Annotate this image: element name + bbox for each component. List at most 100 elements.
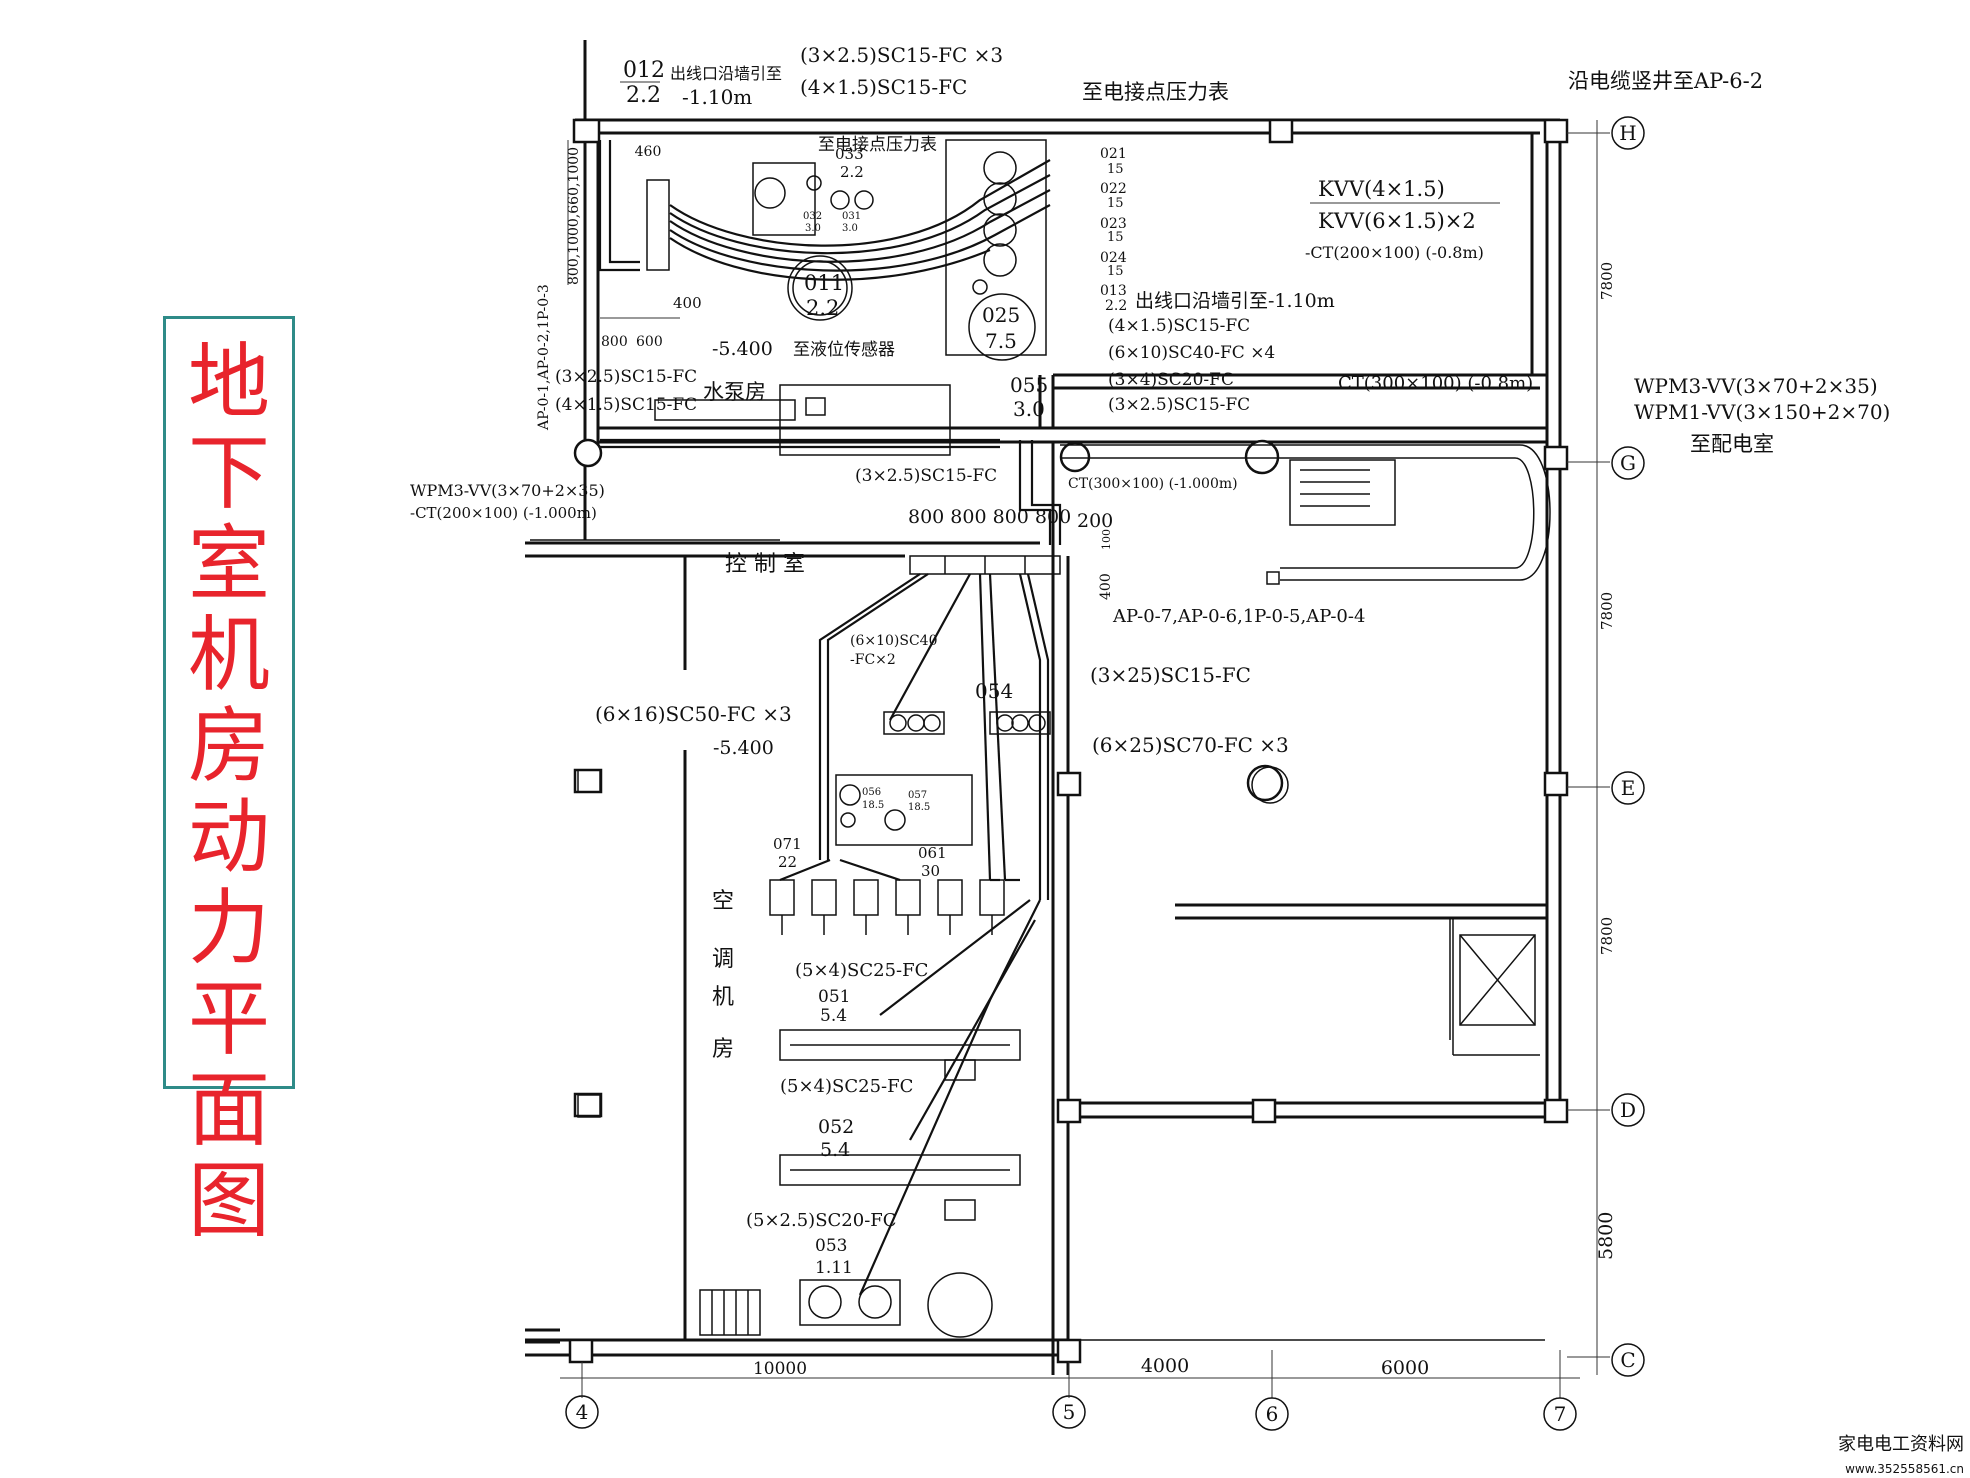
- label-outlet-wall-a: 出线口沿墙引至: [670, 64, 782, 83]
- label-ac-1: 空: [712, 889, 734, 914]
- label-031-val: 3.0: [842, 223, 858, 234]
- label-c-left2: (4×1.5)SC15-FC: [555, 395, 697, 415]
- label-071-val: 22: [778, 853, 797, 871]
- label-021: 021: [1100, 146, 1127, 162]
- label-056-val: 18.5: [862, 800, 884, 811]
- dim-7800-c: 7800: [1598, 917, 1616, 955]
- dim-7800-b: 7800: [1598, 592, 1616, 630]
- label-ap-mid: AP-0-7,AP-0-6,1P-0-5,AP-0-4: [1112, 606, 1365, 627]
- label-15b: 15: [1107, 196, 1124, 211]
- label-051-val: 5.4: [820, 1006, 847, 1026]
- dimension-lines: 10000 4000 6000 7800 7800 7800 5800 800,…: [560, 120, 1617, 1379]
- label-055-val: 3.0: [1013, 397, 1045, 421]
- grid-axes: H G E D C 4 5 6 7: [565, 116, 1645, 1431]
- label-032-val: 3.0: [805, 223, 821, 234]
- axis-d: D: [1620, 1098, 1636, 1122]
- label-wpm3: WPM3-VV(3×70+2×35): [1634, 374, 1878, 398]
- cable-trays: [598, 140, 1551, 1296]
- dim-600: 600: [636, 334, 663, 350]
- label-033: 033: [835, 145, 864, 163]
- label-c-525: (5×2.5)SC20-FC: [746, 1210, 897, 1231]
- dim-200: 200: [1077, 510, 1113, 532]
- label-c-54b: (5×4)SC25-FC: [780, 1076, 913, 1097]
- label-031: 031: [842, 211, 861, 222]
- axis-4: 4: [576, 1400, 589, 1424]
- label-054: 054: [975, 679, 1013, 703]
- dim-800s: 800 800 800 800: [908, 506, 1071, 528]
- label-outlet-wall-a2: -1.10m: [682, 85, 752, 109]
- label-c-640a: (6×10)SC40: [850, 633, 938, 649]
- label-ap-left: AP-0-1,AP-0-2,1P-0-3: [536, 284, 552, 431]
- label-061-val: 30: [921, 862, 940, 880]
- label-024: 024: [1100, 250, 1127, 266]
- dim-6000: 6000: [1381, 1357, 1429, 1379]
- label-012: 012: [623, 58, 665, 83]
- label-061: 061: [918, 844, 947, 862]
- label-053-val: 1.11: [815, 1258, 853, 1278]
- axis-5: 5: [1063, 1400, 1076, 1424]
- label-052-val: 5.4: [820, 1139, 850, 1161]
- label-c-315: (3×2.5)SC15-FC: [855, 466, 997, 486]
- label-057-val: 18.5: [908, 802, 930, 813]
- watermark-url: www.352558561.cn: [1845, 1462, 1964, 1476]
- dim-7800-a: 7800: [1598, 262, 1616, 300]
- label-kvv1: KVV(4×1.5): [1318, 177, 1445, 201]
- dim-460: 460: [635, 144, 662, 160]
- page-title: 地下室机房动力平面图: [187, 335, 270, 1249]
- label-c-325: (3×25)SC15-FC: [1090, 663, 1251, 687]
- axis-g: G: [1620, 451, 1636, 475]
- walls: [525, 40, 1562, 1375]
- label-053: 053: [815, 1236, 847, 1256]
- dim-5800: 5800: [1595, 1212, 1617, 1260]
- dim-left-vertical: 800,1000,660,1000: [566, 147, 582, 285]
- annotations: 012 2.2 出线口沿墙引至 -1.10m (3×2.5)SC15-FC ×3…: [410, 43, 1890, 1278]
- label-c-616: (6×16)SC50-FC ×3: [595, 702, 792, 726]
- label-to-gauge1: 至电接点压力表: [1082, 80, 1229, 104]
- axis-h: H: [1619, 121, 1636, 145]
- label-011-val: 2.2: [806, 296, 839, 320]
- watermark: 家电电工资料网: [1838, 1434, 1964, 1455]
- label-055: 055: [1010, 373, 1048, 397]
- dim-10000: 10000: [753, 1359, 807, 1379]
- axis-e: E: [1621, 776, 1636, 800]
- label-outlet-wall-b: 出线口沿墙引至-1.10m: [1135, 290, 1335, 312]
- label-023: 023: [1100, 216, 1127, 232]
- pump-room-equipment: [646, 139, 1047, 456]
- label-ac-4: 房: [712, 1037, 734, 1062]
- label-to-level: 至液位传感器: [793, 340, 895, 360]
- label-cable-shaft: 沿电缆竖井至AP-6-2: [1568, 69, 1763, 93]
- label-kvv2: KVV(6×1.5)×2: [1318, 209, 1476, 233]
- label-011: 011: [804, 271, 844, 295]
- dim-400-b: 400: [1098, 573, 1114, 600]
- label-ct-left: -CT(200×100) (-1.000m): [410, 504, 597, 522]
- label-wpm3-left: WPM3-VV(3×70+2×35): [410, 481, 605, 500]
- label-c-mid3: (3×4)SC20-FC: [1108, 370, 1234, 390]
- dim-4000: 4000: [1141, 1355, 1189, 1377]
- label-071: 071: [773, 835, 802, 853]
- label-057: 057: [908, 790, 927, 801]
- label-15a: 15: [1107, 162, 1124, 177]
- label-ct-a: -CT(200×100) (-0.8m): [1305, 243, 1484, 262]
- label-025-val: 7.5: [985, 329, 1017, 353]
- axis-6: 6: [1266, 1402, 1279, 1426]
- label-ac-2: 调: [712, 947, 734, 972]
- label-022: 022: [1100, 181, 1127, 197]
- dim-100: 100: [1100, 529, 1113, 550]
- label-c-mid1: (4×1.5)SC15-FC: [1108, 316, 1250, 336]
- dim-800: 800: [601, 334, 628, 350]
- label-033-val: 2.2: [840, 163, 864, 181]
- label-056: 056: [862, 787, 881, 798]
- ac-room-equipment: [577, 711, 1536, 1338]
- ac-units-row: [769, 879, 1005, 935]
- label-051: 051: [818, 987, 850, 1007]
- label-control-room: 控 制 室: [725, 552, 805, 577]
- label-wpm1: WPM1-VV(3×150+2×70): [1634, 400, 1890, 424]
- label-to-gauge2: 至电接点压力表: [818, 135, 937, 155]
- dim-400-a: 400: [673, 294, 702, 312]
- label-15d: 15: [1107, 264, 1124, 279]
- axis-c: C: [1620, 1348, 1635, 1372]
- label-ct-c: CT(300×100) (-1.000m): [1068, 476, 1238, 492]
- label-pump-room: 水泵房: [703, 380, 766, 404]
- label-c-top2: (4×1.5)SC15-FC: [800, 75, 967, 99]
